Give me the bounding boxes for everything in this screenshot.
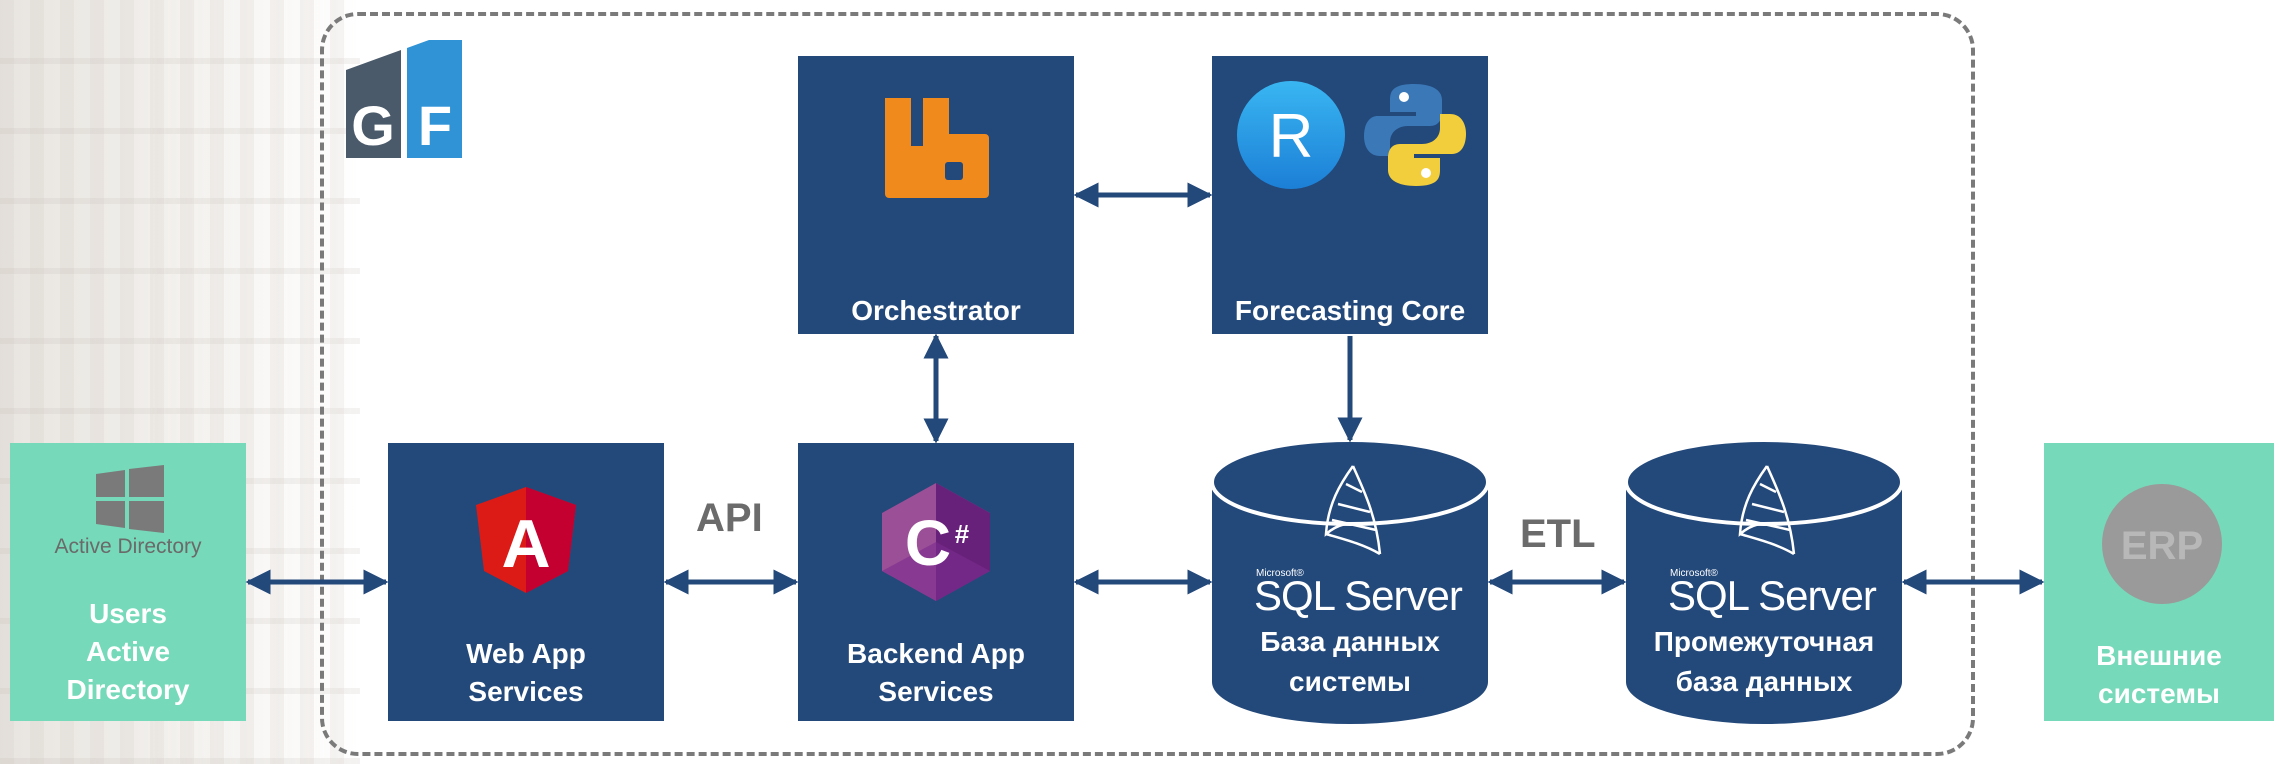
csharp-icon: C # xyxy=(882,483,990,601)
webapp-label-line2: Services xyxy=(468,676,584,707)
backend-services-box: C # Backend App Services xyxy=(798,443,1074,721)
webapp-services-box: A Web App Services xyxy=(388,443,664,721)
angular-icon: A xyxy=(476,487,576,593)
staging-db-caption-line2: база данных xyxy=(1675,666,1853,697)
sql-brand: SQL Server xyxy=(1254,572,1463,619)
main-db-caption-line1: База данных xyxy=(1260,626,1440,657)
users-label-line2: Active xyxy=(85,636,171,667)
users-label-line3: Directory xyxy=(66,674,190,705)
logo-letter-f: F xyxy=(418,94,452,157)
webapp-label-line1: Web App xyxy=(466,638,586,669)
logo-letter-g: G xyxy=(351,94,395,157)
sql-brand: SQL Server xyxy=(1668,572,1877,619)
svg-text:R: R xyxy=(1269,102,1314,171)
users-label-line1: Users xyxy=(89,598,167,629)
external-label-line1: Внешние xyxy=(2096,640,2222,671)
forecasting-core-label: Forecasting Core xyxy=(1234,295,1466,326)
python-icon xyxy=(1364,84,1466,186)
forecasting-core-box: R Forecasting Core xyxy=(1212,56,1488,334)
sql-server-icon xyxy=(1324,465,1382,556)
staging-db-caption-line1: Промежуточная xyxy=(1653,626,1875,657)
svg-text:ERP: ERP xyxy=(2121,524,2203,568)
sql-brand-small: Microsoft® xyxy=(1256,568,1304,579)
users-active-directory-box: Active Directory Users Active Directory xyxy=(10,443,246,721)
backend-label-line2: Services xyxy=(878,676,994,707)
svg-text:#: # xyxy=(955,519,970,549)
windows-icon xyxy=(96,465,164,533)
orchestrator-box: Orchestrator xyxy=(798,56,1074,334)
backend-label-line1: Backend App xyxy=(847,638,1025,669)
api-label: API xyxy=(696,496,763,540)
gf-logo: G F xyxy=(346,40,462,158)
erp-icon: ERP xyxy=(2102,484,2222,604)
active-directory-caption: Active Directory xyxy=(54,535,202,558)
main-database: Microsoft® SQL Server База данных систем… xyxy=(1212,440,1488,724)
sql-server-icon xyxy=(1738,465,1796,556)
r-icon: R xyxy=(1237,81,1345,189)
sql-brand-small: Microsoft® xyxy=(1670,568,1718,579)
main-db-caption-line2: системы xyxy=(1289,666,1411,697)
staging-database: Microsoft® SQL Server Промежуточная база… xyxy=(1626,440,1902,724)
external-systems-box: ERP Внешние системы xyxy=(2044,443,2274,721)
orchestrator-label: Orchestrator xyxy=(851,295,1021,326)
external-label-line2: системы xyxy=(2098,678,2220,709)
rabbitmq-icon xyxy=(885,98,989,198)
svg-text:A: A xyxy=(501,506,550,582)
svg-text:C: C xyxy=(905,507,951,579)
etl-label: ETL xyxy=(1520,512,1596,556)
database-cylinder xyxy=(1212,440,1488,724)
system-boundary xyxy=(320,12,1975,756)
